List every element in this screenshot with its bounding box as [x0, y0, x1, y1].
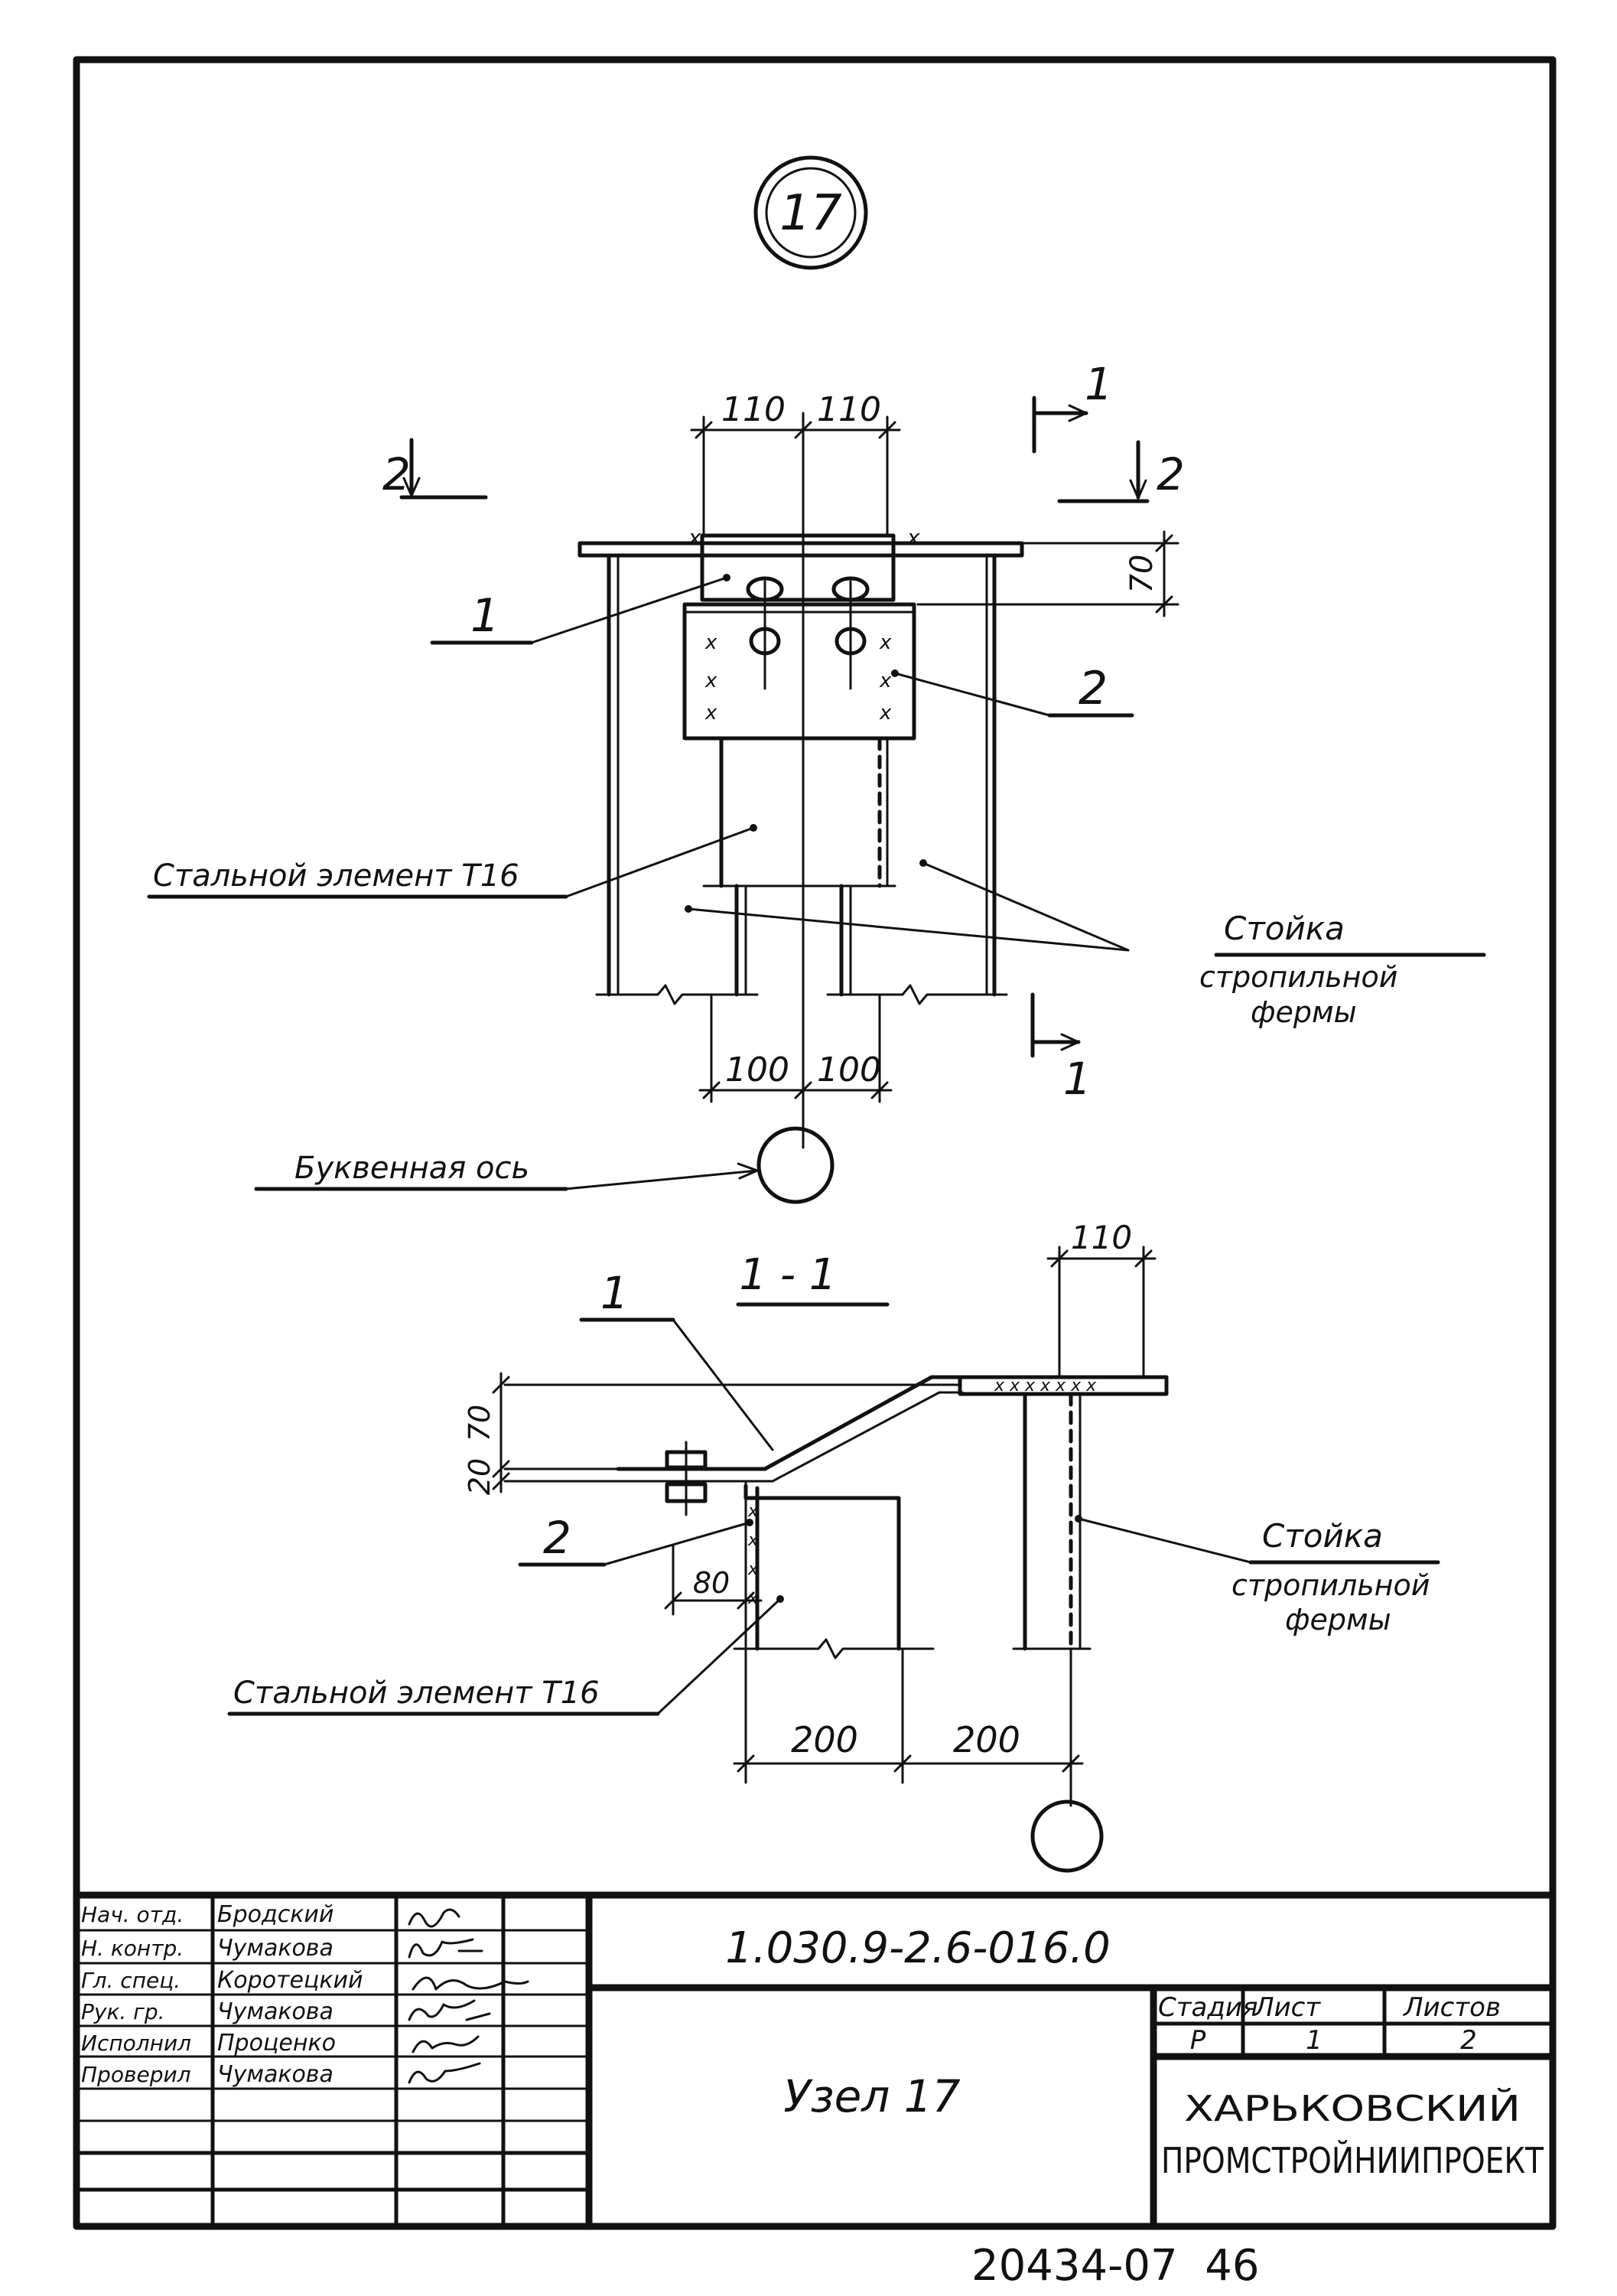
section-callout-2: 2	[518, 1512, 753, 1567]
svg-text:x: x	[747, 1560, 759, 1579]
svg-text:x: x	[704, 702, 717, 725]
tb-sheet-title: Узел 17	[783, 2070, 960, 2122]
section-dim-bottom-left: 200	[791, 1719, 858, 1760]
plan-dim-top-left: 110	[721, 390, 786, 429]
tb-name-2: Чумакова	[217, 1935, 333, 1962]
title-block: Нач. отд. Бродский Н. контр. Чумакова Гл…	[73, 1891, 1557, 2230]
section-dim-left-top: 70	[463, 1405, 496, 1441]
section-mark-1-bottom: 1	[1030, 992, 1092, 1105]
plan-view: 110 110 x x x x x x x x	[147, 358, 1486, 1204]
plan-callout-2: 2	[891, 662, 1134, 718]
section-axis-bubble	[1030, 1799, 1104, 1873]
svg-text:Стальной элемент Т16: Стальной элемент Т16	[233, 1676, 600, 1711]
tb-sheets-label: Листов	[1402, 1992, 1501, 2023]
svg-text:1: 1	[1085, 358, 1113, 410]
svg-text:x: x	[688, 525, 701, 550]
section-view: 1 - 1 110 x x x x x x x x x x x	[227, 1219, 1440, 1873]
svg-text:1: 1	[470, 589, 499, 643]
section-dim-small: 80	[693, 1566, 730, 1600]
tb-name-6: Чумакова	[217, 2061, 333, 2088]
tb-sheets-value: 2	[1460, 2025, 1477, 2056]
node-badge: 17	[753, 155, 868, 270]
svg-text:x: x	[747, 1589, 759, 1608]
tb-name-1: Бродский	[217, 1901, 333, 1928]
svg-text:фермы: фермы	[1285, 1603, 1391, 1637]
plan-label-steel: Стальной элемент Т16	[147, 824, 757, 899]
plan-label-post: Стойка стропильной фермы	[685, 859, 1486, 1029]
plan-callout-1: 1	[430, 574, 730, 645]
signature-scribbles	[408, 1908, 529, 2084]
plan-dim-top-right: 110	[817, 390, 881, 429]
svg-text:фермы: фермы	[1251, 995, 1357, 1029]
tb-stage-value: Р	[1190, 2025, 1206, 2056]
tb-role-5: Исполнил	[81, 2031, 191, 2056]
section-mark-1-top: 1	[1032, 358, 1113, 454]
tb-role-4: Рук. гр.	[81, 1999, 165, 2024]
section-title: 1 - 1	[739, 1250, 836, 1300]
section-dim-top: 110	[1071, 1219, 1132, 1256]
svg-text:x: x	[704, 631, 717, 654]
svg-text:x: x	[747, 1502, 759, 1521]
plan-dim-right: 70	[1124, 555, 1160, 594]
svg-text:2: 2	[1079, 662, 1108, 715]
tb-sheet-label: Лист	[1253, 1992, 1321, 2023]
tb-role-2: Н. контр.	[81, 1936, 184, 1961]
svg-text:x: x	[747, 1531, 759, 1550]
tb-org-line-1: ХАРЬКОВСКИЙ	[1184, 2088, 1521, 2129]
section-label-post: Стойка стропильной фермы	[1075, 1515, 1440, 1637]
svg-text:2: 2	[1157, 448, 1185, 500]
svg-text:x: x	[879, 702, 892, 725]
section-label-steel: Стальной элемент Т16	[227, 1595, 784, 1716]
bolt-icon	[665, 1441, 708, 1516]
svg-text:x: x	[879, 669, 892, 692]
svg-text:Буквенная ось: Буквенная ось	[294, 1151, 529, 1186]
bolt-icon	[746, 576, 784, 690]
svg-text:Стойка: Стойка	[1224, 910, 1345, 947]
svg-text:x x x x x x x: x x x x x x x	[994, 1376, 1097, 1396]
footer-number: 20434-07 46	[971, 2241, 1259, 2291]
svg-text:Стальной элемент Т16: Стальной элемент Т16	[153, 858, 519, 894]
tb-role-3: Гл. спец.	[81, 1968, 181, 1993]
svg-text:2: 2	[382, 448, 411, 500]
node-badge-number: 17	[779, 185, 842, 242]
section-callout-1: 1	[579, 1267, 774, 1451]
tb-stage-label: Стадия	[1158, 1992, 1257, 2023]
tb-name-5: Проценко	[217, 2030, 336, 2057]
svg-text:стропильной: стропильной	[1199, 960, 1397, 994]
tb-doc-code: 1.030.9-2.6-016.0	[725, 1923, 1111, 1973]
tb-name-4: Чумакова	[217, 1998, 333, 2025]
svg-text:Стойка: Стойка	[1262, 1517, 1383, 1555]
tb-role-1: Нач. отд.	[81, 1902, 184, 1927]
svg-text:x: x	[879, 631, 892, 654]
section-dim-left-bottom: 20	[463, 1458, 496, 1495]
svg-text:2: 2	[543, 1512, 571, 1564]
svg-text:x: x	[906, 525, 920, 550]
section-dim-bottom-right: 200	[953, 1719, 1020, 1760]
svg-text:1: 1	[600, 1267, 629, 1319]
plan-dim-bottom-left: 100	[725, 1050, 789, 1089]
svg-text:x: x	[704, 669, 717, 692]
plan-axis-bubble: Буквенная ось	[254, 1126, 835, 1204]
section-mark-2-right: 2	[1057, 440, 1185, 503]
plan-dim-bottom-right: 100	[817, 1050, 881, 1089]
bolt-icon	[831, 576, 870, 690]
tb-sheet-value: 1	[1306, 2025, 1323, 2056]
sheet-frame	[73, 56, 1557, 2230]
section-mark-2-left: 2	[382, 438, 488, 500]
svg-text:стропильной: стропильной	[1231, 1568, 1430, 1602]
tb-name-3: Коротецкий	[217, 1967, 363, 1994]
svg-text:1: 1	[1063, 1053, 1092, 1105]
tb-org-line-2: ПРОМСТРОЙНИИПРОЕКТ	[1161, 2140, 1544, 2181]
tb-role-6: Проверил	[81, 2062, 191, 2087]
